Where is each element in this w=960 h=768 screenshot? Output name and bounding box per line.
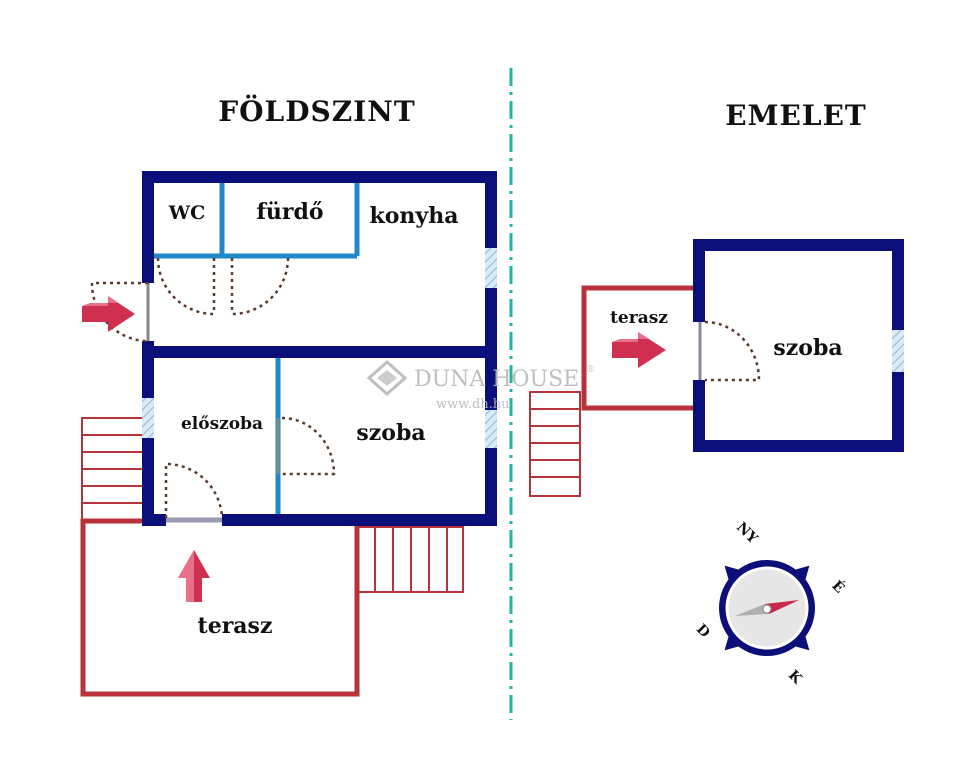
window-room-upper (892, 330, 904, 372)
front-entry-arrow-icon (178, 550, 210, 602)
ground-terrace (80, 518, 360, 697)
room-label-terrace-ground: terasz (198, 613, 273, 639)
entry-arrow-icon (82, 296, 135, 332)
watermark-brand: DUNA HOUSE (414, 367, 579, 392)
compass-icon (719, 560, 815, 656)
window-room-ground (485, 410, 497, 448)
compass-label-south: K (785, 667, 806, 688)
upper-stairs (529, 391, 581, 497)
window-hallway (142, 398, 154, 438)
window-kitchen (485, 248, 497, 288)
ground-floor-heading: FÖLDSZINT (218, 94, 415, 128)
watermark-url: www.dh.hu (436, 397, 510, 412)
room-label-room-ground: szoba (356, 420, 425, 446)
compass-label-west: D (693, 621, 713, 641)
left-stairs (81, 417, 145, 521)
room-label-room-upper: szoba (773, 335, 842, 361)
compass-label-east: É (828, 576, 848, 596)
watermark: DUNA HOUSE ® www.dh.hu (366, 359, 595, 412)
duna-house-logo-icon (366, 359, 408, 397)
room-label-terrace-upper: terasz (610, 308, 668, 328)
wc-door (156, 257, 216, 316)
watermark-registered: ® (586, 365, 595, 375)
room-label-wc: WC (168, 202, 205, 224)
compass: NY É D K (693, 519, 849, 687)
front-door (164, 462, 224, 526)
compass-label-north-west: NY (733, 519, 761, 547)
room-label-kitchen: konyha (370, 203, 459, 229)
inner-walls (154, 183, 360, 514)
bottom-stairs (356, 526, 464, 593)
room-label-hallway: előszoba (181, 414, 263, 434)
room-door-upper (693, 320, 761, 382)
upper-entry-arrow-icon (612, 332, 666, 368)
upper-terrace (581, 285, 697, 411)
upper-floor-heading: EMELET (725, 99, 867, 132)
room-door-ground (276, 416, 336, 476)
bathroom-door (230, 257, 290, 316)
room-label-bathroom: fürdő (256, 199, 323, 225)
